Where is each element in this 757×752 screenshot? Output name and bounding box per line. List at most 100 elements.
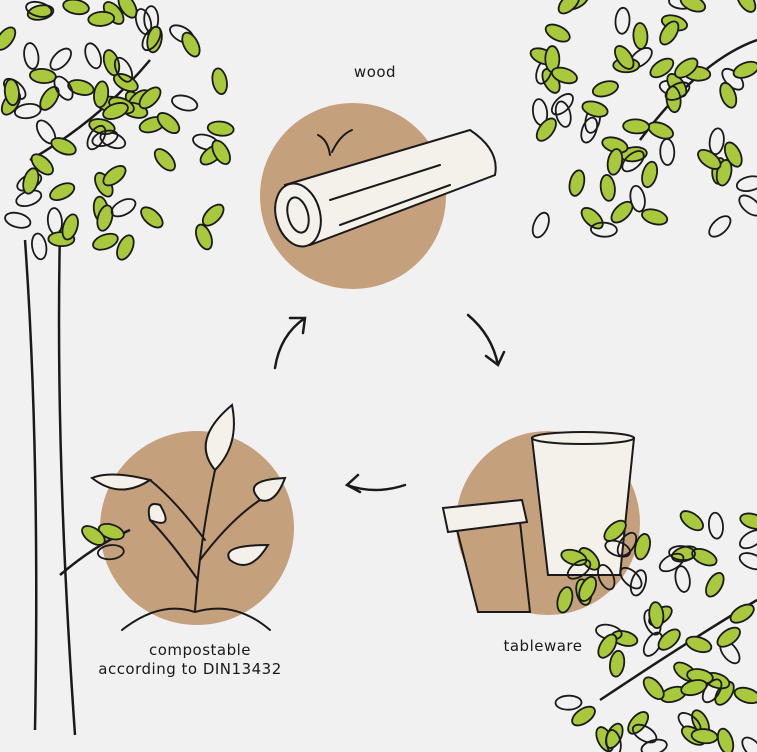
leaf <box>738 552 757 571</box>
leaf <box>605 729 622 752</box>
leaf <box>640 738 668 752</box>
leaf <box>92 232 119 251</box>
leaf <box>578 575 597 602</box>
leaf <box>96 204 114 232</box>
leaf <box>680 679 708 697</box>
leaf <box>49 47 72 71</box>
leaf <box>46 207 63 235</box>
leaf <box>25 0 53 18</box>
leaf <box>23 42 40 70</box>
leaf <box>736 0 757 13</box>
leaf <box>679 0 707 13</box>
leaf <box>729 603 755 624</box>
leaf <box>102 165 127 187</box>
leaf <box>550 93 574 116</box>
leaf <box>738 194 757 217</box>
leaf <box>544 23 571 43</box>
leaf <box>138 86 162 110</box>
leaf <box>30 153 54 176</box>
leaf <box>735 175 757 192</box>
leaf <box>659 138 676 166</box>
leaf <box>134 8 153 36</box>
leaf <box>591 80 619 98</box>
leaf <box>603 519 627 542</box>
leaf <box>571 705 596 727</box>
leaf <box>668 545 696 562</box>
leaf <box>201 203 225 227</box>
leaf <box>739 512 757 530</box>
leaf <box>556 586 574 614</box>
leaf <box>551 66 578 85</box>
leaf <box>691 547 718 567</box>
leaf <box>557 0 581 15</box>
leaf <box>707 511 724 540</box>
leaf <box>195 223 213 251</box>
leaf <box>658 552 685 573</box>
leaf <box>102 102 129 120</box>
leaf <box>93 80 110 109</box>
leaf <box>554 694 583 711</box>
leaf <box>714 680 735 706</box>
leaf <box>697 148 722 170</box>
leaf <box>664 81 691 101</box>
arrow-down-icon <box>466 313 506 367</box>
leaf <box>531 211 550 239</box>
leaf <box>39 85 60 111</box>
leaf <box>685 635 713 654</box>
leaf <box>719 81 738 109</box>
leaf <box>535 117 557 142</box>
leaf <box>61 213 79 241</box>
leaf <box>580 116 599 144</box>
leaf <box>723 141 743 168</box>
leaf <box>590 221 618 238</box>
leaf <box>622 118 651 135</box>
leaf <box>49 182 76 202</box>
wood-label: wood <box>353 63 397 81</box>
leaf <box>708 127 725 156</box>
leaf <box>679 510 704 532</box>
leaf <box>566 558 592 580</box>
leaf <box>3 78 20 107</box>
leaf <box>113 56 134 83</box>
leaf <box>606 148 624 176</box>
leaf <box>648 601 665 629</box>
leaf <box>659 20 680 46</box>
leaf <box>674 565 691 593</box>
leaf <box>110 198 137 218</box>
leaf <box>614 45 635 70</box>
leaf <box>99 131 127 150</box>
leaf <box>117 0 138 19</box>
leaf <box>116 234 135 261</box>
leaf <box>597 633 618 659</box>
leaf <box>22 167 40 195</box>
leaf <box>580 207 604 230</box>
leaf <box>604 539 631 558</box>
arrow-up-right-icon <box>273 316 307 370</box>
leaf <box>599 174 616 202</box>
leaf <box>4 211 32 229</box>
leaf <box>211 139 231 165</box>
leaf <box>86 124 107 151</box>
compostable-label-line2: according to DIN13432 <box>98 660 282 678</box>
leaf <box>181 31 201 58</box>
leaf <box>705 572 725 598</box>
leaf <box>634 533 651 561</box>
leaf <box>716 727 735 752</box>
leaf <box>657 628 681 651</box>
leaf <box>597 563 616 591</box>
leaf <box>171 94 199 112</box>
leaf <box>156 112 181 134</box>
tableware-label: tableware <box>503 637 583 655</box>
leaf <box>84 42 102 70</box>
leaf <box>609 649 626 678</box>
leaf <box>621 150 645 173</box>
leaf <box>629 569 647 597</box>
leaf <box>674 57 699 79</box>
leaf <box>616 531 638 557</box>
leaf <box>738 529 757 550</box>
leaf <box>211 67 228 95</box>
leaf <box>627 711 650 735</box>
leaf <box>102 49 121 77</box>
